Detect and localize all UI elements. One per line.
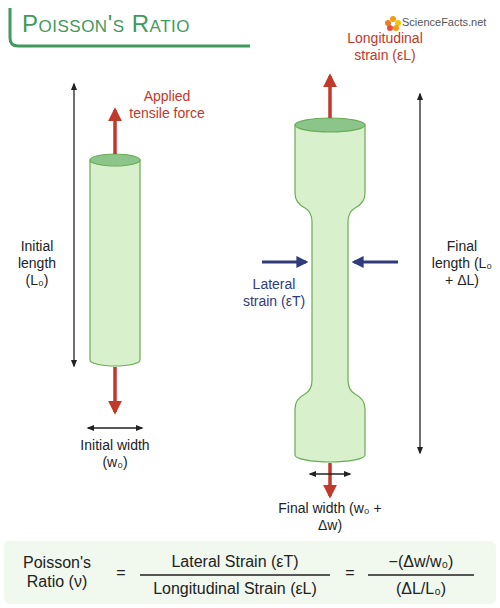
dimension-label: Final length (L₀ + ΔL) (428, 238, 496, 288)
fraction-bar (140, 574, 330, 575)
formula-denominator: Longitudinal Strain (εL) (135, 579, 335, 598)
tensile-arrow (113, 367, 117, 412)
formula-term: Poisson's Ratio (ν) (8, 553, 106, 591)
tensile-arrow (328, 76, 332, 118)
title-frame (10, 8, 250, 46)
length-dimension (73, 84, 74, 366)
strain-label: Lateral strain (εT) (238, 276, 310, 310)
initial-specimen (90, 154, 140, 366)
logo-icon (385, 16, 401, 31)
formula-numerator: Lateral Strain (εT) (135, 552, 335, 571)
formula-panel (4, 541, 496, 604)
lateral-arrow (262, 261, 306, 264)
equals-sign: = (108, 563, 134, 582)
width-dimension (310, 473, 350, 474)
page-title: Poisson's Ratio (22, 10, 190, 38)
logo-text: ScienceFacts.net (402, 16, 496, 29)
stretched-specimen (295, 118, 365, 462)
tensile-arrow (328, 463, 332, 496)
force-label: Applied tensile force (122, 88, 212, 122)
strain-label: Longitudinal strain (εL) (340, 30, 430, 64)
lateral-arrow (354, 261, 398, 264)
dimension-label: Initial width (w₀) (77, 437, 153, 471)
formula-numerator: −(Δw/w₀) (366, 552, 476, 571)
dimension-label: Final width (w₀ + Δw) (275, 500, 385, 534)
formula-denominator: (ΔL/L₀) (366, 579, 476, 598)
width-dimension (88, 427, 142, 428)
tensile-arrow (113, 110, 117, 154)
dimension-label: Initial length (L₀) (6, 238, 68, 288)
fraction-bar (368, 574, 474, 575)
equals-sign: = (336, 563, 364, 582)
length-dimension (419, 94, 420, 453)
